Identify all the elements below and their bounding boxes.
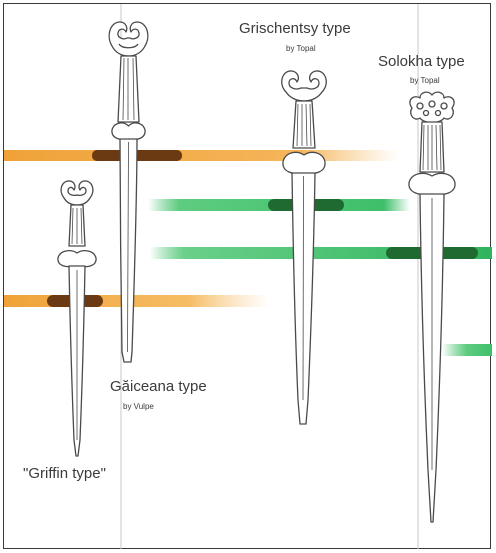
gaiceana-type-label: Găiceana type: [110, 378, 207, 395]
solokha-type-dagger: [409, 92, 455, 522]
band-orange-bottom: [4, 295, 269, 307]
solokha-type-attribution: by Topal: [410, 76, 440, 85]
band-orange-top: [4, 150, 399, 161]
gaiceana-type-dagger: [109, 22, 148, 362]
gaiceana-type-attribution: by Vulpe: [123, 402, 154, 411]
griffin-type-label: "Griffin type": [23, 465, 106, 482]
grischentsy-type-label: Grischentsy type: [239, 20, 351, 37]
band-green-3: [442, 344, 492, 356]
solokha-type-label: Solokha type: [378, 53, 465, 70]
griffin-type-dagger: [58, 181, 96, 456]
grischentsy-type-attribution: by Topal: [286, 44, 316, 53]
